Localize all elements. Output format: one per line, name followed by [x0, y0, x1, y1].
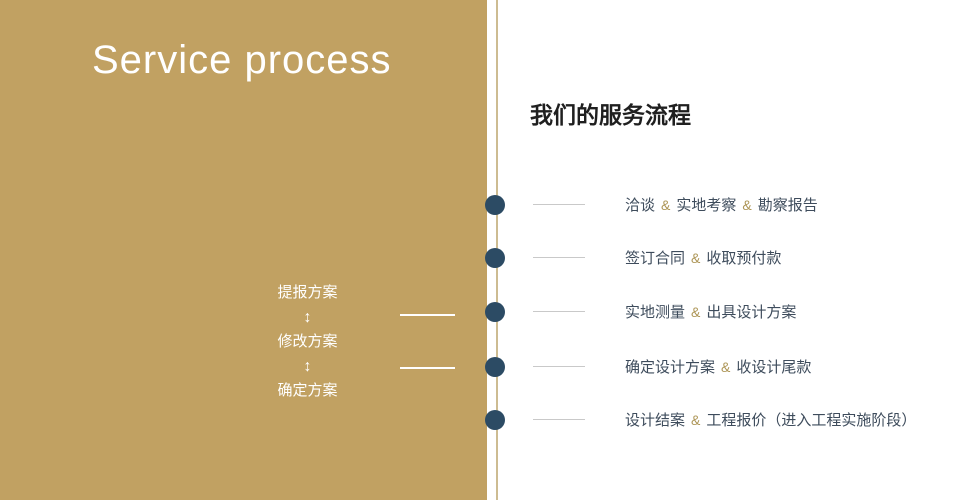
ampersand: & — [661, 197, 671, 213]
flow-row-text: 实地测量&出具设计方案 — [625, 300, 796, 325]
ampersand: & — [691, 304, 701, 320]
connector-line — [533, 257, 585, 258]
flow-row: 实地测量&出具设计方案 — [0, 300, 970, 324]
ampersand: & — [691, 412, 701, 428]
flow-segment: 实地考察 — [676, 197, 737, 214]
page-title: Service process — [92, 38, 392, 82]
step-dot — [485, 248, 505, 268]
connector-line — [400, 367, 455, 369]
left-steps: 提报方案 ↕ 修改方案 ↕ 确定方案 — [250, 282, 365, 402]
section-heading: 我们的服务流程 — [530, 102, 691, 128]
left-panel: Service process 提报方案 ↕ 修改方案 ↕ 确定方案 — [0, 0, 487, 500]
flow-row-text: 签订合同&收取预付款 — [625, 246, 781, 271]
flow-segment: 工程报价（进入工程实施阶段） — [706, 412, 917, 429]
flow-segment: 勘察报告 — [757, 197, 818, 214]
flow-segment: 设计结案 — [625, 412, 686, 429]
flow-row: 洽谈&实地考察&勘察报告 — [0, 193, 970, 217]
up-down-arrow-icon: ↕ — [303, 309, 312, 326]
flow-segment: 签订合同 — [625, 250, 686, 267]
connector-line — [533, 419, 585, 420]
step-dot — [485, 357, 505, 377]
up-down-arrow-icon: ↕ — [303, 358, 312, 375]
step-label-propose: 提报方案 — [277, 284, 338, 301]
step-dot — [485, 410, 505, 430]
flow-row: 确定设计方案&收设计尾款 — [0, 355, 970, 379]
flow-row-text: 确定设计方案&收设计尾款 — [625, 355, 811, 380]
ampersand: & — [691, 250, 701, 266]
step-dot — [485, 302, 505, 322]
step-label-revise: 修改方案 — [277, 333, 338, 350]
connector-line — [400, 314, 455, 316]
step-label-confirm: 确定方案 — [277, 382, 338, 399]
flow-row-text: 设计结案&工程报价（进入工程实施阶段） — [625, 408, 916, 433]
connector-line — [533, 366, 585, 367]
connector-line — [533, 204, 585, 205]
flow-segment: 收设计尾款 — [736, 359, 812, 376]
flow-row: 设计结案&工程报价（进入工程实施阶段） — [0, 408, 970, 432]
ampersand: & — [721, 359, 731, 375]
flow-row: 签订合同&收取预付款 — [0, 246, 970, 270]
step-dot — [485, 195, 505, 215]
flow-row-text: 洽谈&实地考察&勘察报告 — [625, 193, 818, 218]
connector-line — [533, 311, 585, 312]
ampersand: & — [742, 197, 752, 213]
flow-segment: 出具设计方案 — [706, 304, 797, 321]
flow-segment: 实地测量 — [625, 304, 686, 321]
flow-segment: 确定设计方案 — [625, 359, 716, 376]
flow-segment: 收取预付款 — [706, 250, 782, 267]
flow-segment: 洽谈 — [625, 197, 656, 214]
